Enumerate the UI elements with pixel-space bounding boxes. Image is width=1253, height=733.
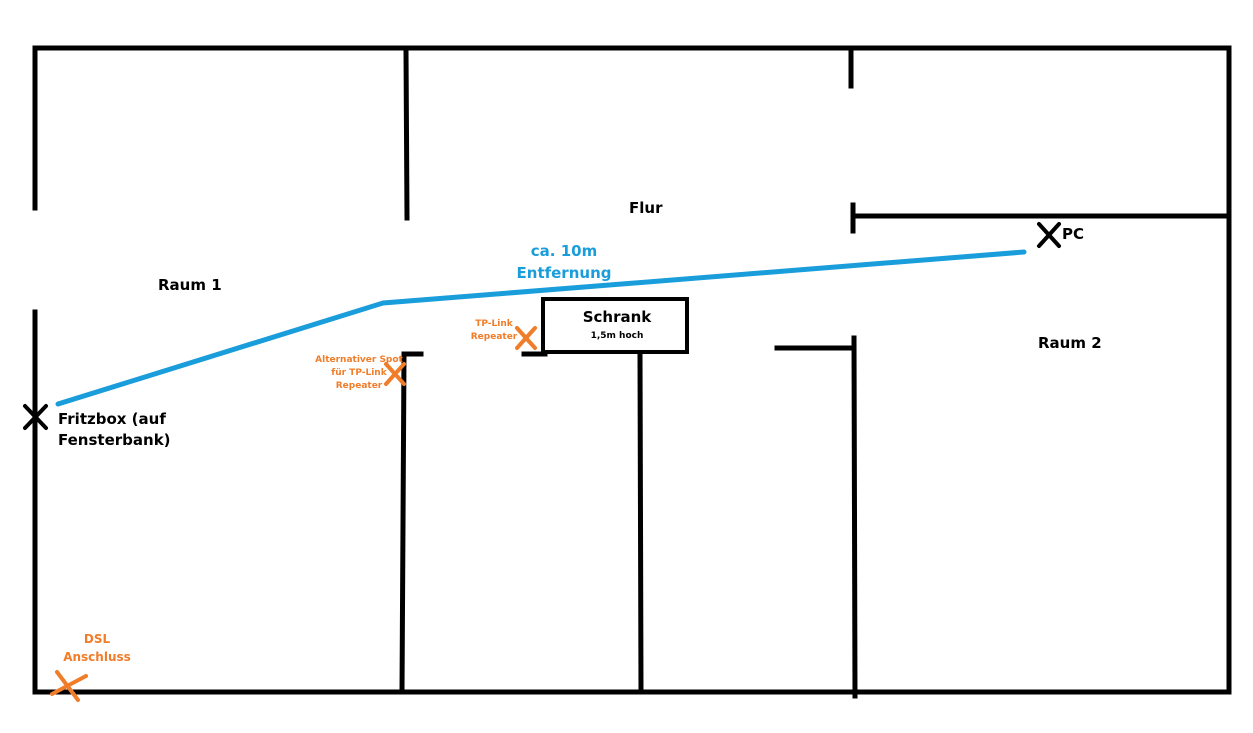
schrank-box [541, 297, 689, 354]
tp-link-marker-icon [515, 326, 537, 350]
label-dsl-line1: DSL [84, 632, 111, 646]
interior-walls [399, 47, 1232, 699]
label-fritzbox-line1: Fritzbox (auf [58, 410, 166, 428]
dsl-marker-icon [50, 670, 88, 702]
wall-raum1-flur-upper [403, 47, 410, 221]
label-schrank: Schrank [583, 308, 653, 326]
fritzbox-marker-icon [23, 404, 48, 430]
label-distance-line1: ca. 10m [531, 242, 597, 260]
label-pc: PC [1062, 225, 1084, 243]
label-dsl-line2: Anschluss [63, 650, 131, 664]
label-fritzbox-line2: Fensterbank) [58, 431, 171, 449]
wall-raum2-left [851, 335, 858, 699]
label-raum1: Raum 1 [158, 276, 222, 294]
outer-walls [32, 45, 1232, 695]
label-distance-line2: Entfernung [517, 264, 612, 282]
label-tp-link-line1: TP-Link [475, 319, 514, 329]
markers [23, 222, 1061, 702]
label-schrank-height: 1,5m hoch [591, 331, 644, 341]
cable-line [55, 249, 1027, 407]
label-alt-spot-line3: Repeater [336, 381, 383, 391]
wall-raum1-lower [399, 352, 407, 695]
wall-middle-room [637, 351, 644, 695]
label-flur: Flur [629, 199, 663, 217]
alt-spot-marker-icon [384, 362, 406, 386]
label-alt-spot-line1: Alternativer Spot [315, 355, 403, 365]
label-tp-link-line2: Repeater [471, 332, 518, 342]
label-alt-spot-line2: für TP-Link [331, 368, 387, 378]
label-raum2: Raum 2 [1038, 334, 1102, 352]
pc-marker-icon [1037, 222, 1061, 248]
